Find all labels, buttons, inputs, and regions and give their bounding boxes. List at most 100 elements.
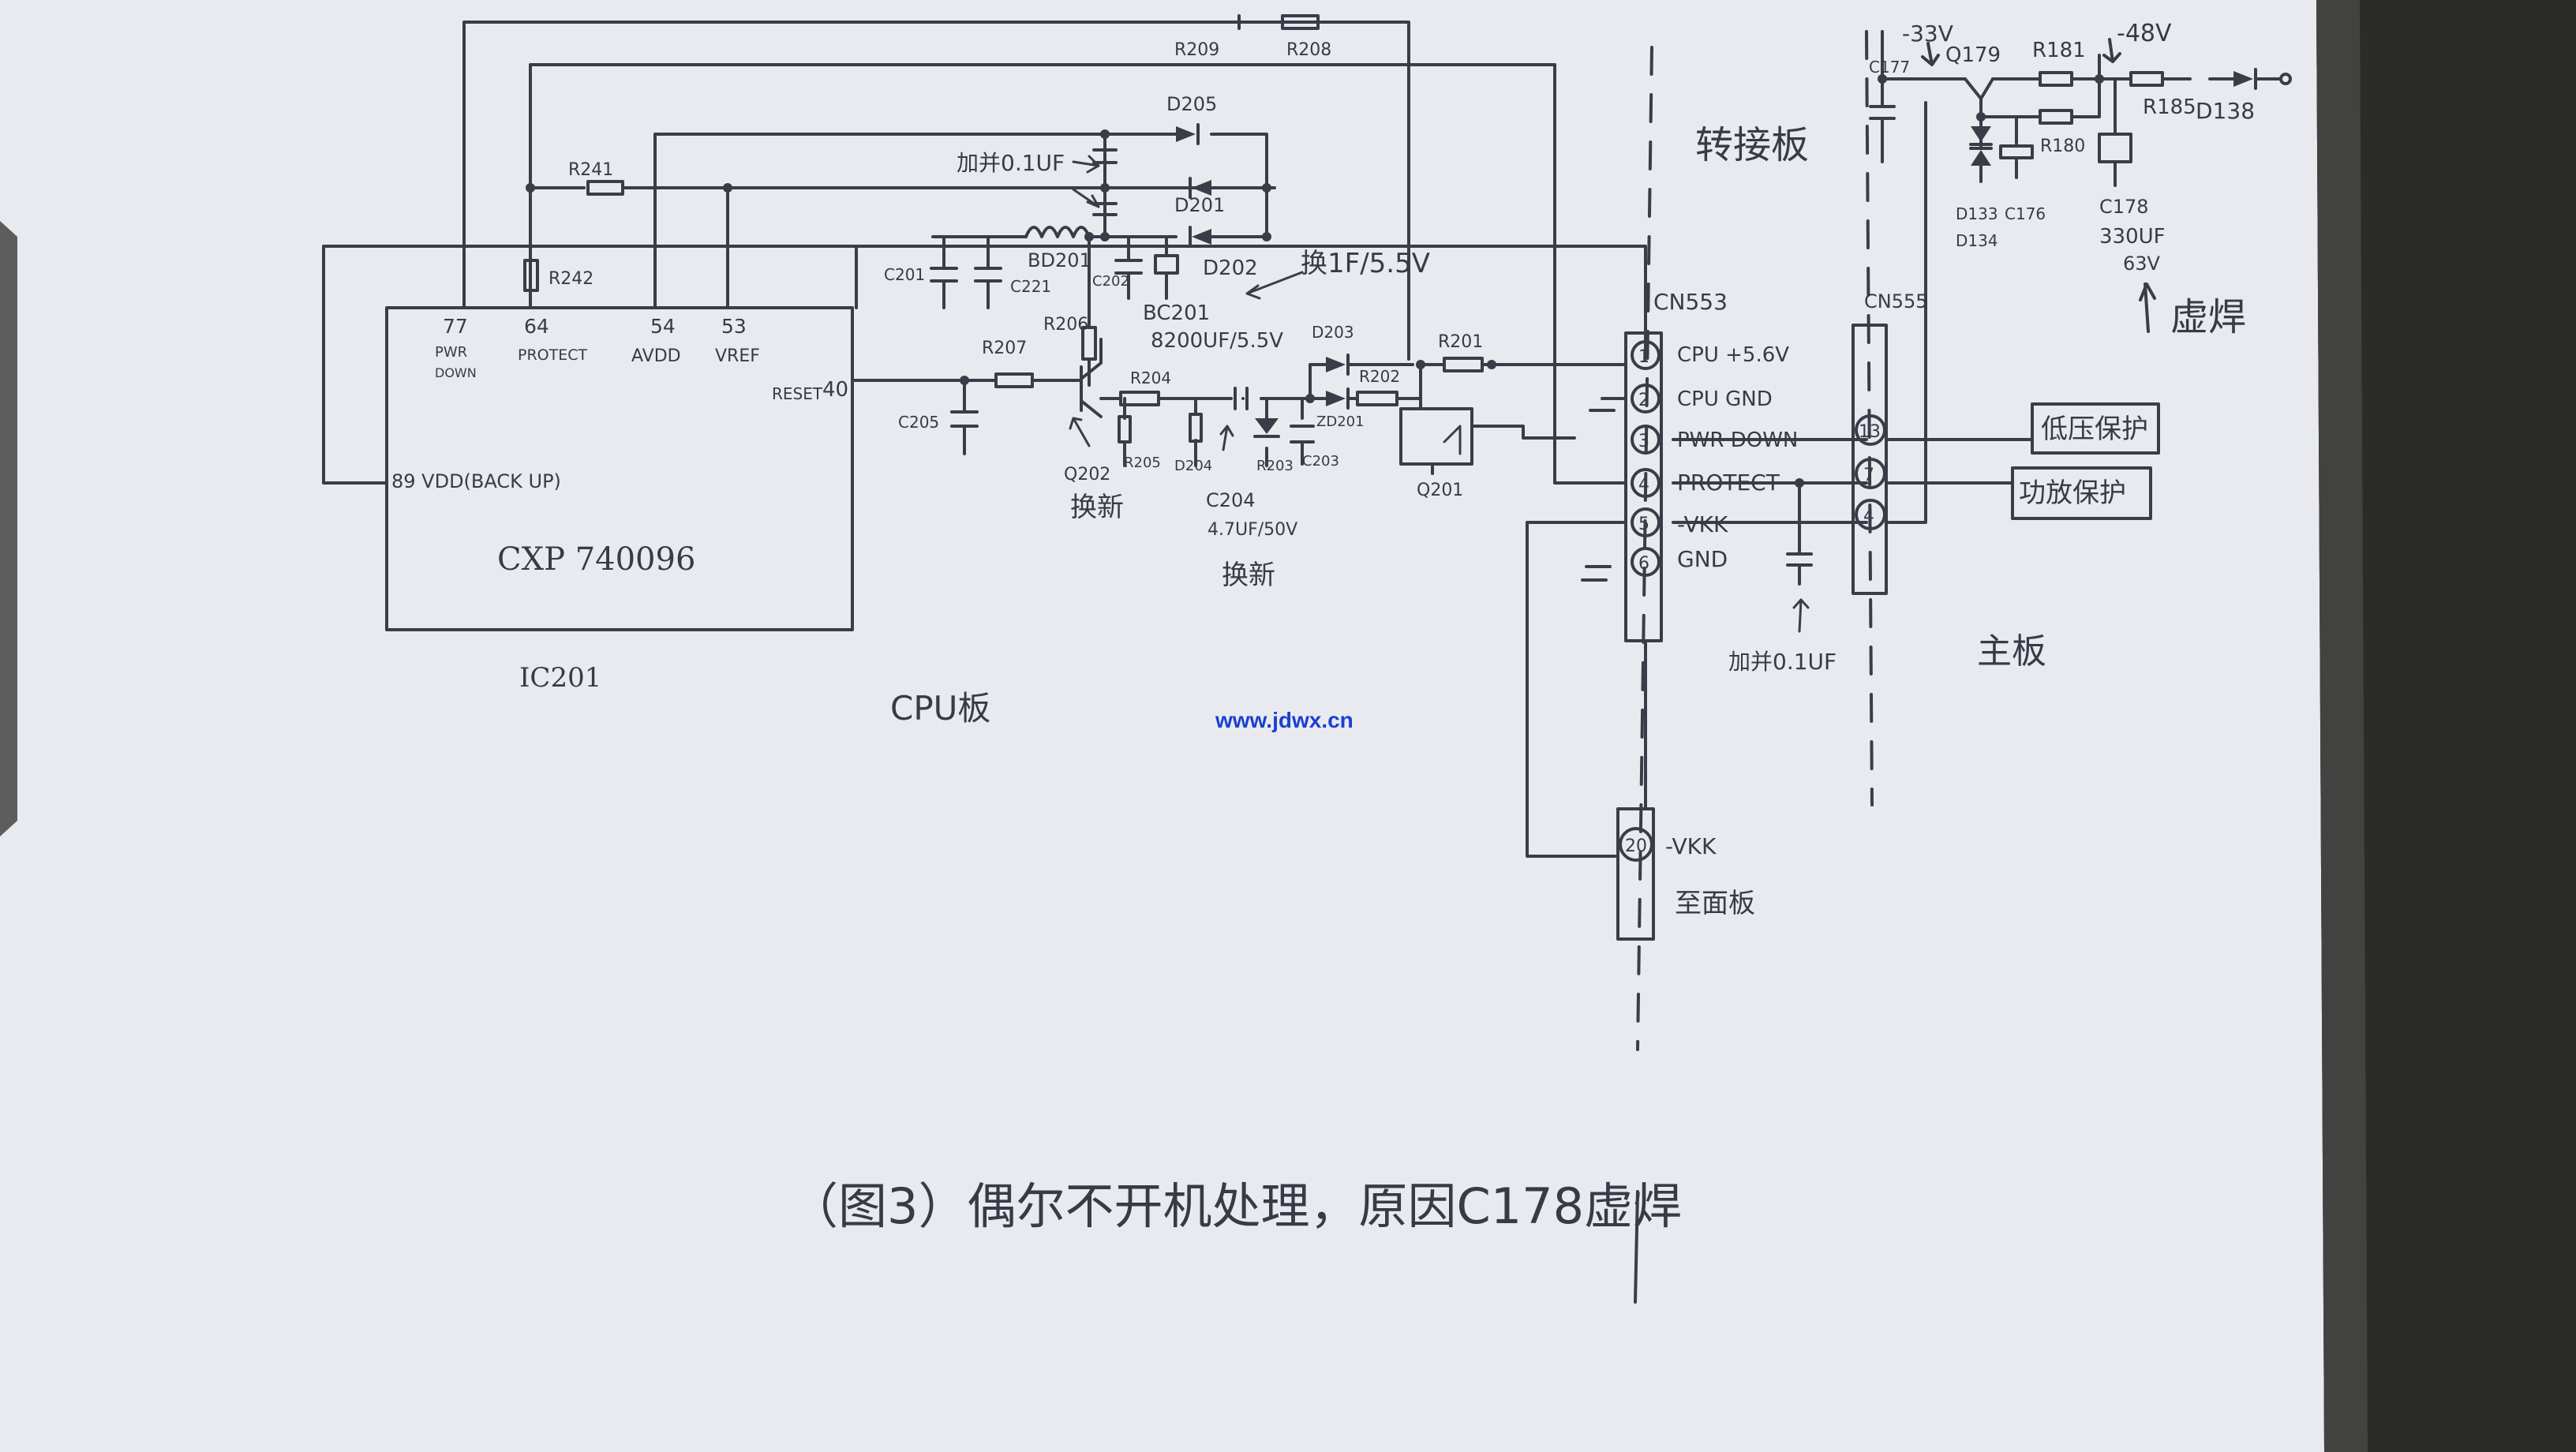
label-r203: R203 [1256, 458, 1294, 474]
note-cold-solder: 虚焊 [2170, 295, 2246, 339]
label-v48: -48V [2117, 20, 2172, 47]
component-labels: R209 R208 R241 R242 D205 D201 D202 D203 … [549, 40, 1483, 540]
pin40-number: 40 [822, 378, 848, 402]
cn553-pin4-label: PROTECT [1677, 470, 1780, 496]
label-c221: C221 [1010, 277, 1051, 296]
note-arrows [1069, 155, 1810, 633]
label-r207: R207 [982, 339, 1027, 358]
label-d205: D205 [1166, 93, 1217, 115]
label-r204: R204 [1130, 369, 1171, 387]
cn555-pin13-label: 低压保护 [2041, 414, 2148, 445]
figure-caption: （图3）偶尔不开机处理，原因C178虚焊 [789, 1177, 1682, 1235]
label-d202: D202 [1203, 256, 1258, 280]
label-cn553: CN553 [1653, 289, 1728, 315]
cn555-pin4-num: 4 [1863, 507, 1874, 526]
label-r181: R181 [2032, 39, 2086, 62]
cn553-pin5-label: -VKK [1677, 511, 1728, 537]
cn553-pin4-num: 4 [1638, 475, 1649, 495]
label-q201: Q201 [1417, 481, 1463, 500]
cn555-pin7-label: 功放保护 [2019, 477, 2126, 509]
label-cpu-board: CPU板 [890, 689, 990, 728]
repair-notes: 加并0.1UF 换1F/5.5V 换新 换新 加并0.1UF 虚焊 [957, 150, 2246, 675]
r209-symbol [1230, 14, 1249, 30]
pin54-name: AVDD [631, 346, 681, 366]
bd201-coil [1024, 226, 1091, 238]
label-bd201: BD201 [1028, 249, 1091, 271]
page-edge-shadow [0, 221, 17, 836]
divider-tail [1634, 1190, 1639, 1304]
label-r205: R205 [1124, 455, 1161, 471]
label-d134: D134 [1956, 231, 1998, 250]
label-r180: R180 [2040, 137, 2085, 156]
pin77-number: 77 [443, 315, 468, 338]
ic201-part-number: CXP 740096 [497, 541, 695, 578]
label-c205: C205 [898, 413, 939, 432]
cn553-pin-circles [1619, 340, 1886, 862]
label-c204-value: 4.7UF/50V [1208, 520, 1297, 540]
label-q202: Q202 [1064, 465, 1110, 485]
label-r242: R242 [549, 269, 593, 289]
power-section-labels: -33V -48V C177 Q179 R181 R185 D138 R180 … [1869, 20, 2255, 275]
cn555-pin7-num: 7 [1863, 466, 1874, 485]
ic201-ref: IC201 [519, 662, 601, 694]
paper-sheet [0, 0, 2324, 1452]
front-pin-label: -VKK [1665, 833, 1717, 859]
label-v33: -33V [1902, 21, 1953, 47]
divider-adapter-main [1865, 30, 1874, 806]
label-r209: R209 [1174, 40, 1219, 60]
cn553-pin1-label: CPU +5.6V [1677, 343, 1789, 367]
label-r208: R208 [1286, 40, 1331, 60]
cn553-pin6-num: 6 [1638, 554, 1649, 574]
pin89-label: 89 VDD(BACK UP) [391, 470, 561, 492]
cn553-pin-labels: 1 CPU +5.6V 2 CPU GND 3 PWR DOWN 4 PROTE… [1638, 343, 1798, 574]
label-r206: R206 [1043, 315, 1088, 335]
cn553-pin3-num: 3 [1638, 432, 1649, 451]
pin64-number: 64 [524, 315, 549, 338]
cn553-pin6-label: GND [1677, 546, 1728, 572]
resistors [523, 14, 2164, 443]
label-c202: C202 [1092, 273, 1129, 290]
cn555-pin-labels: 13 低压保护 7 功放保护 4 [1859, 414, 2148, 526]
cn553-pin2-label: CPU GND [1677, 387, 1773, 411]
label-c178: C178 [2099, 196, 2149, 218]
note-add-parallel: 加并0.1UF [957, 150, 1065, 176]
diodes [1176, 68, 2292, 455]
cn553-pin5-num: 5 [1638, 515, 1649, 534]
label-c204: C204 [1206, 489, 1256, 511]
label-cn555: CN555 [1864, 290, 1928, 312]
cn553-pin1-num: 1 [1638, 347, 1649, 367]
label-d133: D133 [1956, 204, 1998, 223]
cn553-pin2-num: 2 [1638, 391, 1649, 410]
label-d138: D138 [2196, 98, 2255, 124]
label-c178-value1: 330UF [2099, 225, 2166, 249]
note-replace-c204: 换新 [1222, 559, 1275, 591]
ic201-body [385, 306, 854, 631]
paper-shadow [2316, 0, 2576, 1452]
label-d203: D203 [1312, 323, 1354, 342]
note-replace-1f: 换1F/5.5V [1301, 248, 1430, 279]
label-c178-value2: 63V [2123, 253, 2161, 275]
label-d201: D201 [1174, 194, 1225, 216]
cn553-pin3-label: PWR DOWN [1677, 428, 1798, 452]
label-d204: D204 [1174, 458, 1212, 474]
pin77-name: PWR [435, 344, 467, 361]
front-pin-num: 20 [1625, 836, 1647, 856]
label-c201: C201 [884, 265, 925, 284]
wires [322, 21, 2235, 941]
label-bc201: BC201 [1143, 301, 1210, 325]
junction-dots [526, 74, 2104, 488]
pin40-name: RESET [772, 384, 823, 403]
label-r241: R241 [568, 160, 613, 180]
label-c203: C203 [1302, 453, 1339, 470]
pin77-name2: DOWN [435, 365, 477, 380]
label-adapter-board: 转接板 [1695, 123, 1809, 167]
front-board-label: 至面板 [1675, 888, 1755, 919]
label-r202: R202 [1359, 367, 1400, 386]
pin53-number: 53 [721, 315, 747, 338]
label-bc201-value: 8200UF/5.5V [1151, 329, 1283, 353]
note-replace-q202: 换新 [1070, 492, 1124, 523]
capacitors [930, 133, 2132, 443]
label-zd201: ZD201 [1316, 414, 1365, 430]
